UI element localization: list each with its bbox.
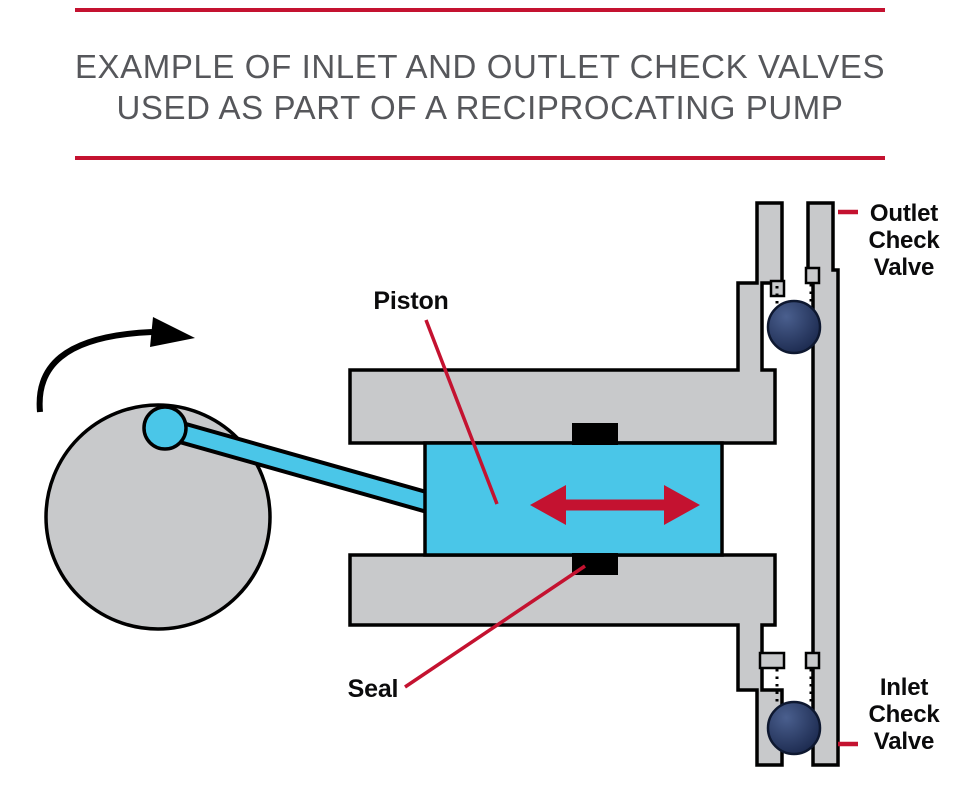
divider-rule <box>75 156 885 160</box>
inlet-label-line-2: Check <box>868 701 940 728</box>
outlet-label-line-3: Valve <box>873 254 935 281</box>
outlet-valve-ball <box>766 299 822 355</box>
piston-motion-arrow-icon <box>530 485 700 525</box>
lower-cylinder-block <box>348 553 784 767</box>
page-title: EXAMPLE OF INLET AND OUTLET CHECK VALVES… <box>0 46 960 128</box>
connecting-rod <box>161 416 459 522</box>
page-title-line-2: USED AS PART OF A RECIPROCATING PUMP <box>116 89 844 126</box>
inlet-label-line-3: Valve <box>873 728 935 755</box>
crank-wheel <box>44 403 272 631</box>
inlet-valve-ball <box>766 700 822 756</box>
inlet-check-valve-label: Inlet Check Valve <box>852 674 956 755</box>
piston-seal-bottom <box>572 553 618 575</box>
piston-pointer-line <box>424 319 499 505</box>
valve-guide-dotted-lines <box>775 284 813 704</box>
upper-cylinder-block <box>348 201 784 445</box>
seal-pointer-line <box>404 564 586 689</box>
outlet-label-line-2: Check <box>868 227 940 254</box>
piston-seal-top <box>572 423 618 445</box>
outlet-check-valve-label: Outlet Check Valve <box>852 200 956 281</box>
inlet-label-line-1: Inlet <box>879 674 929 701</box>
seal-label: Seal <box>347 675 399 703</box>
right-valve-wall <box>806 201 840 767</box>
outlet-seat-nub-right <box>804 266 821 285</box>
page-title-line-1: EXAMPLE OF INLET AND OUTLET CHECK VALVES <box>74 48 886 85</box>
crank-pin <box>142 405 188 451</box>
top-rule <box>75 8 885 12</box>
rotation-arrow-icon <box>36 317 195 413</box>
outlet-label-line-1: Outlet <box>869 200 939 227</box>
piston-label: Piston <box>373 287 449 315</box>
inlet-seat-nub-left <box>758 651 786 670</box>
inlet-seat-nub-right <box>804 651 821 670</box>
